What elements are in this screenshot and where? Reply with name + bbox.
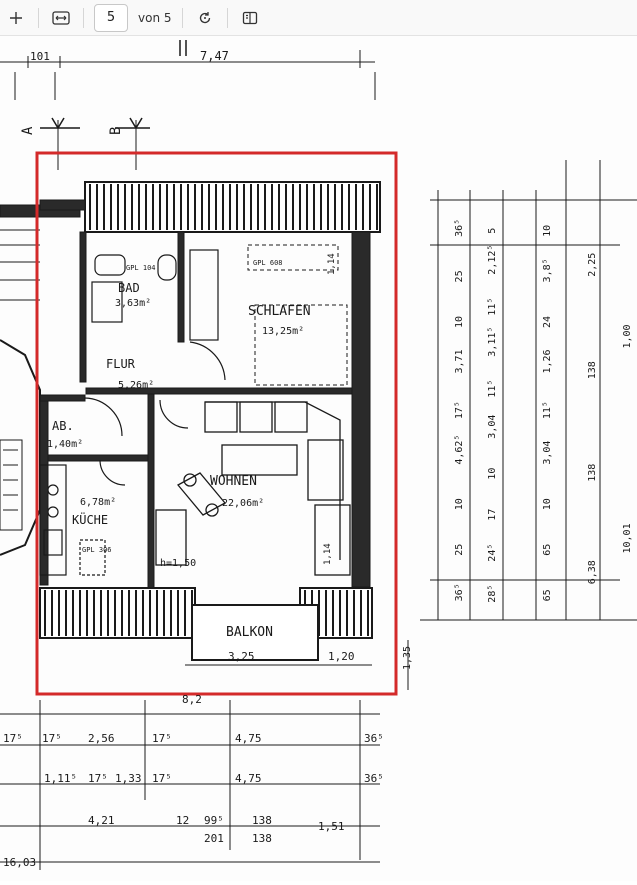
dim-label: 17⁵ <box>152 732 172 745</box>
dim-label: 17⁵ <box>3 732 23 745</box>
room-bad-label: BAD <box>118 281 140 295</box>
dim-label: 17⁵ <box>454 401 465 419</box>
dim-label: 1,11⁵ <box>44 772 77 785</box>
dim-label: 28⁵ <box>487 585 498 603</box>
dim-label: 138 <box>587 361 598 379</box>
dim-label: 65 <box>542 544 553 556</box>
room-ab-label: AB. <box>52 419 74 433</box>
dim-label: 11⁵ <box>487 298 498 316</box>
dim-label: 36⁵ <box>364 732 384 745</box>
dim-label: 12 <box>176 814 189 827</box>
dim-label: 6,38 <box>587 560 598 584</box>
highlight-rectangle <box>35 151 398 696</box>
dim-label: 201 <box>204 832 224 845</box>
dim-label: 1,00 <box>622 324 633 348</box>
fit-width-icon[interactable] <box>45 3 77 33</box>
floor-plan-drawing: 101 7,47 A B BAD 3,63m² GPL 104 SCHLAFEN… <box>0 40 637 870</box>
room-flur-label: FLUR <box>106 357 136 371</box>
room-wohnen-area: 22,06m² <box>222 498 264 509</box>
dim-label: 7,47 <box>200 49 229 63</box>
dim-label: 101 <box>30 50 50 63</box>
dim-label: 10 <box>542 225 553 237</box>
plus-icon[interactable] <box>0 3 32 33</box>
gpl-label: GPL 608 <box>253 259 283 267</box>
dim-label: 10 <box>542 498 553 510</box>
toolbar-divider <box>181 7 183 28</box>
dim-label: 10 <box>487 468 498 480</box>
dim-label: 24⁵ <box>487 544 498 562</box>
dim-label: 11⁵ <box>487 380 498 398</box>
room-schlafen-area: 13,25m² <box>262 326 304 337</box>
room-kueche-label: KÜCHE <box>72 511 108 527</box>
dim-label: 99⁵ <box>204 814 224 827</box>
dim-label: 138 <box>587 464 598 482</box>
dim-label: 5 <box>487 228 498 234</box>
dim-label: 10 <box>454 316 465 328</box>
dim-label: 36⁵ <box>454 583 465 601</box>
toolbar-divider <box>226 7 228 28</box>
balcony-hatching <box>39 587 373 661</box>
dim-label: 17⁵ <box>42 732 62 745</box>
dim-label: 3,71 <box>454 349 465 373</box>
section-b-label: B <box>108 127 124 135</box>
room-flur-area: 5,26m² <box>118 380 154 391</box>
dim-label: 36⁵ <box>454 219 465 237</box>
dim-label: 2,12⁵ <box>487 245 498 275</box>
dim-label: 138 <box>252 814 272 827</box>
dim-label: 4,62⁵ <box>454 435 465 465</box>
dim-label: 4,75 <box>235 772 262 785</box>
rotate-icon[interactable] <box>189 3 221 33</box>
document-page: 101 7,47 A B BAD 3,63m² GPL 104 SCHLAFEN… <box>0 36 637 881</box>
dim-label: 4,21 <box>88 814 115 827</box>
dim-label: 138 <box>252 832 272 845</box>
room-balkon-label: BALKON <box>226 625 273 640</box>
page-number-input[interactable] <box>94 3 128 32</box>
dim-label: 10 <box>454 498 465 510</box>
pdf-toolbar: von 5 <box>0 0 637 36</box>
dim-label: 25 <box>454 270 465 282</box>
dim-label: 1,51 <box>318 820 345 833</box>
room-kueche-area: 6,78m² <box>80 497 116 508</box>
dim-label: 1,14 <box>323 543 333 565</box>
dim-label: 1,33 <box>115 772 142 785</box>
dim-label: 1,14 <box>327 253 337 275</box>
dim-label: 17 <box>487 509 498 521</box>
dim-label: 3,25 <box>228 650 255 663</box>
room-wohnen-label: WOHNEN <box>210 474 257 489</box>
dim-label: 25 <box>454 544 465 556</box>
dim-label: 17⁵ <box>152 772 172 785</box>
dim-label: 1,35 <box>402 646 413 670</box>
dim-label: 24 <box>542 316 553 328</box>
roof-hatching-top <box>84 181 381 233</box>
dim-label: 8,2 <box>182 693 202 706</box>
dim-label: 1,26 <box>542 349 553 373</box>
height-label: h=1,50 <box>160 558 196 569</box>
dim-label: 16,03 <box>3 856 36 869</box>
room-bad-area: 3,63m² <box>115 298 151 309</box>
dim-label: 65 <box>542 589 553 601</box>
dim-label: 36⁵ <box>364 772 384 785</box>
page-count-label: von 5 <box>138 10 172 25</box>
dim-label: 3,04 <box>487 415 498 439</box>
dim-label: 1,20 <box>328 650 355 663</box>
dim-label: 10,01 <box>622 523 633 553</box>
dim-label: 17⁵ <box>88 772 108 785</box>
dim-label: 11⁵ <box>542 401 553 419</box>
gpl-label: GPL 104 <box>126 264 156 272</box>
dim-label: 4,75 <box>235 732 262 745</box>
gpl-label: GPL 306 <box>82 546 112 554</box>
toolbar-divider <box>38 7 39 28</box>
dim-label: 3,8⁵ <box>542 258 553 282</box>
section-a-label: A <box>20 126 36 135</box>
room-ab-area: 1,40m² <box>47 439 83 450</box>
toolbar-divider <box>83 7 84 28</box>
dim-label: 2,56 <box>88 732 115 745</box>
two-page-view-icon[interactable] <box>234 3 266 33</box>
dim-label: 2,25 <box>587 253 598 277</box>
room-schlafen-label: SCHLAFEN <box>248 304 311 319</box>
dim-label: 3,04 <box>542 441 553 465</box>
dim-label: 3,11⁵ <box>487 327 498 357</box>
